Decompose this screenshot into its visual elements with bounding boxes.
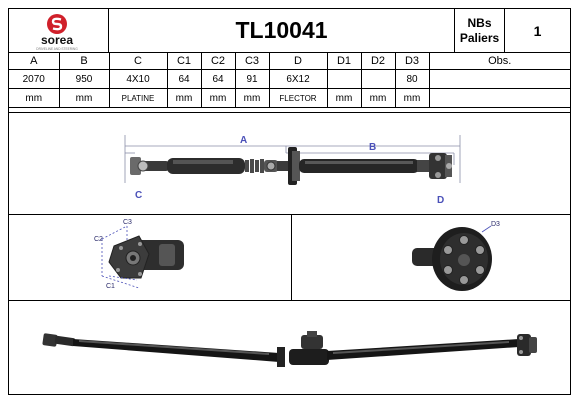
logo-wordmark: sorea [41, 33, 73, 47]
nbs-paliers-value: 1 [533, 22, 542, 39]
flange-detail-diagram: C2 C3 C1 [9, 214, 292, 300]
header-cell: Obs. [428, 53, 570, 70]
nbs-paliers-label: NBs Paliers [455, 9, 505, 52]
value-cell: 950 [58, 69, 110, 89]
brand-logo: sorea DRIVELINE AND STEERING [9, 9, 109, 52]
header-cell: D2 [360, 53, 396, 70]
unit-cell [428, 88, 570, 108]
value-cell: 6X12 [268, 69, 328, 89]
table-header-row: A B C C1 C2 C3 D D1 D2 D3 Obs. [9, 53, 570, 70]
unit-cell: mm [326, 88, 362, 108]
value-cell [326, 69, 362, 89]
part-reference: TL10041 [109, 9, 455, 52]
unit-cell: mm [166, 88, 202, 108]
table-values-row: 2070 950 4X10 64 64 91 6X12 80 [9, 69, 570, 89]
unit-cell: mm [58, 88, 110, 108]
value-cell: 4X10 [108, 69, 168, 89]
dim-label-c1: C1 [106, 283, 115, 290]
table-units-row: mm mm PLATINE mm mm mm FLECTOR mm mm mm [9, 88, 570, 108]
shaft-photo [9, 300, 570, 394]
dim-label-b: B [369, 142, 376, 153]
header-cell: D1 [326, 53, 362, 70]
dim-label-a: A [240, 135, 247, 146]
value-cell: 2070 [9, 69, 60, 89]
dim-label-d3: D3 [491, 221, 500, 228]
dim-label-c: C [135, 190, 142, 201]
unit-cell: mm [9, 88, 60, 108]
header-cell: C1 [166, 53, 202, 70]
value-cell [360, 69, 396, 89]
product-sheet: sorea DRIVELINE AND STEERING TL10041 NBs… [8, 8, 571, 395]
nbs-label-line1: NBs [467, 15, 492, 30]
header-cell: C3 [234, 53, 270, 70]
propshaft-photo-illustration [42, 331, 537, 367]
dimensions-table: A B C C1 C2 C3 D D1 D2 D3 Obs. 2070 950 … [9, 53, 570, 108]
header-row: sorea DRIVELINE AND STEERING TL10041 NBs… [9, 9, 570, 53]
flange-illustration [108, 235, 184, 279]
flector-illustration [412, 227, 492, 291]
unit-cell: mm [200, 88, 236, 108]
value-cell: 64 [166, 69, 202, 89]
unit-cell: PLATINE [108, 88, 168, 108]
nbs-label-line2: Paliers [459, 30, 500, 45]
shaft-illustration [130, 147, 452, 185]
header-cell: C [108, 53, 168, 70]
value-cell: 91 [234, 69, 270, 89]
flector-detail-diagram: D3 [292, 214, 570, 300]
logo-tagline: DRIVELINE AND STEERING [36, 47, 78, 51]
header-cell: D [268, 53, 328, 70]
unit-cell: mm [360, 88, 396, 108]
header-cell: A [9, 53, 60, 70]
value-cell: 64 [200, 69, 236, 89]
unit-cell: mm [394, 88, 430, 108]
value-cell [428, 69, 570, 89]
dim-label-c3: C3 [123, 219, 132, 226]
unit-cell: FLECTOR [268, 88, 328, 108]
value-cell: 80 [394, 69, 430, 89]
header-cell: D3 [394, 53, 430, 70]
unit-cell: mm [234, 88, 270, 108]
header-cell: C2 [200, 53, 236, 70]
shaft-dimension-diagram: A B C D [9, 112, 570, 215]
header-cell: B [58, 53, 110, 70]
dim-label-d: D [437, 195, 444, 206]
dim-label-c2: C2 [94, 236, 103, 243]
